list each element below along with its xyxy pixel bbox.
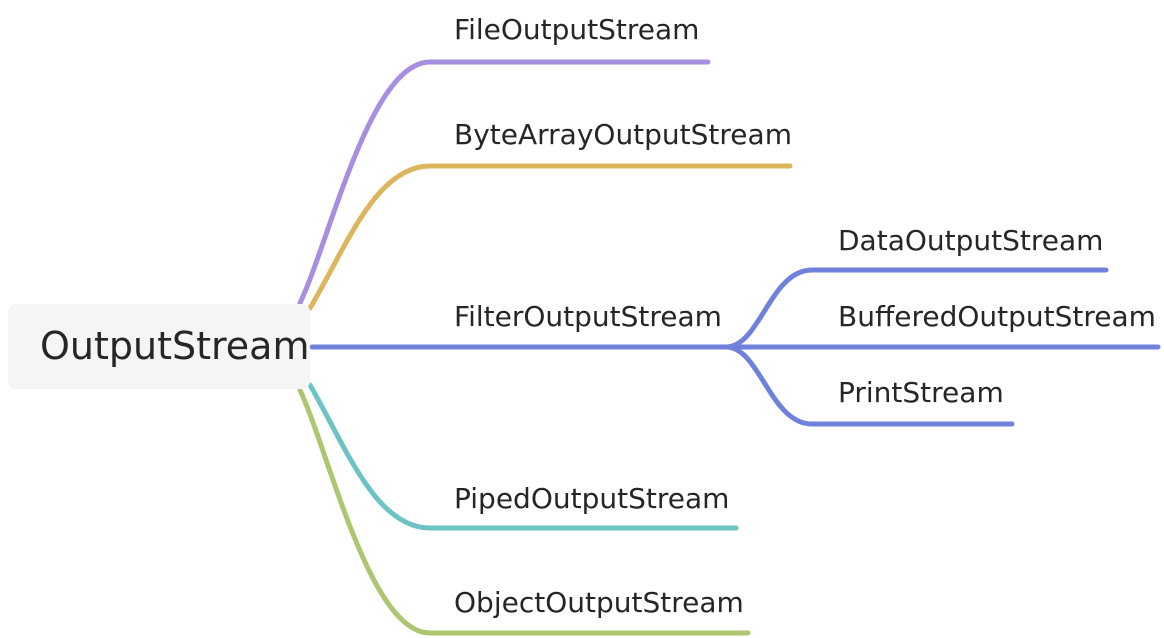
node-object-output-stream[interactable]: ObjectOutputStream [454,586,744,619]
root-node-label: OutputStream [40,324,310,368]
edge-print-stream [723,344,1015,427]
node-data-output-stream[interactable]: DataOutputStream [838,224,1104,257]
edge-piped-output-stream [307,382,739,531]
edge-file-output-stream [297,59,711,306]
edge-object-output-stream [297,387,751,636]
edge-byte-array-output-stream [307,163,793,311]
node-byte-array-output-stream[interactable]: ByteArrayOutputStream [454,118,792,151]
node-file-output-stream[interactable]: FileOutputStream [454,13,700,46]
node-piped-output-stream[interactable]: PipedOutputStream [454,482,730,515]
node-print-stream[interactable]: PrintStream [838,376,1004,409]
node-filter-output-stream[interactable]: FilterOutputStream [454,300,722,333]
edge-data-output-stream [723,267,1109,350]
root-node[interactable] [8,304,310,389]
node-buffered-output-stream[interactable]: BufferedOutputStream [838,300,1156,333]
